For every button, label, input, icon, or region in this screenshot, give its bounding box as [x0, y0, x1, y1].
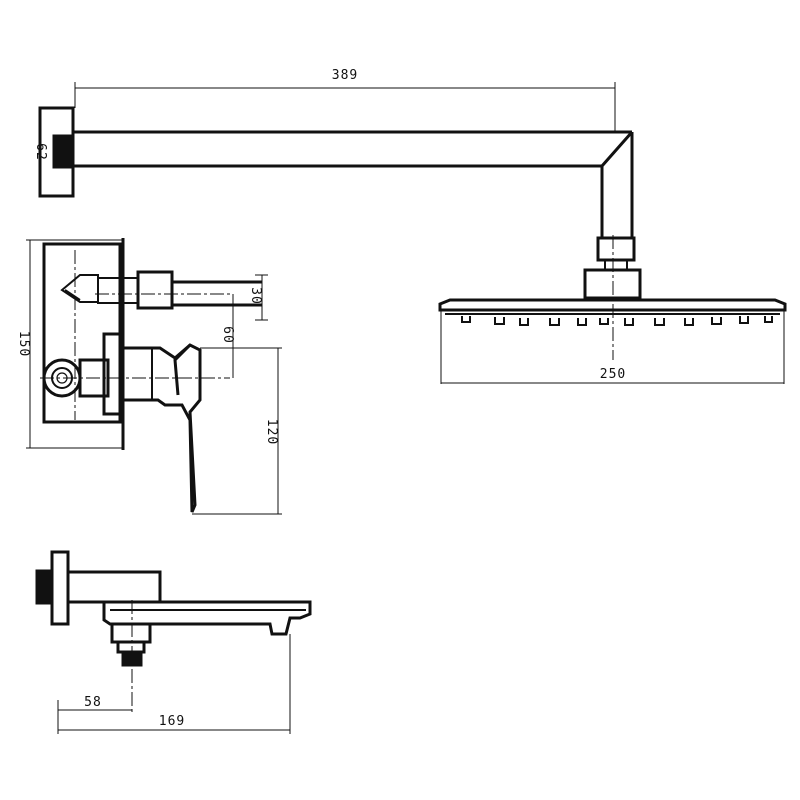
valve-lever-handle — [120, 343, 202, 513]
dim-body-height: 150 — [16, 331, 31, 357]
dim-arm-length: 389 — [332, 68, 358, 83]
spout-wall-flange — [50, 550, 70, 626]
dim-lever-height: 120 — [264, 419, 279, 445]
dim-inlet-offset: 30 — [248, 287, 263, 305]
shower-arm-view: 389 62 — [33, 68, 642, 300]
dim-outlet-offset: 60 — [220, 326, 235, 344]
shower-head-view: 250 — [438, 235, 787, 384]
dim-spout-inlet: 58 — [84, 695, 102, 710]
mixer-valve-view: 150 30 60 120 — [16, 238, 282, 515]
arm-wall-connector — [52, 134, 74, 169]
dim-head-width: 250 — [600, 367, 626, 382]
dim-flange-height: 62 — [33, 143, 48, 161]
dim-spout-length: 169 — [159, 714, 185, 729]
spout-body — [102, 600, 312, 636]
bath-spout-view: 58 169 — [35, 550, 312, 734]
shower-head-nozzles — [461, 316, 773, 326]
